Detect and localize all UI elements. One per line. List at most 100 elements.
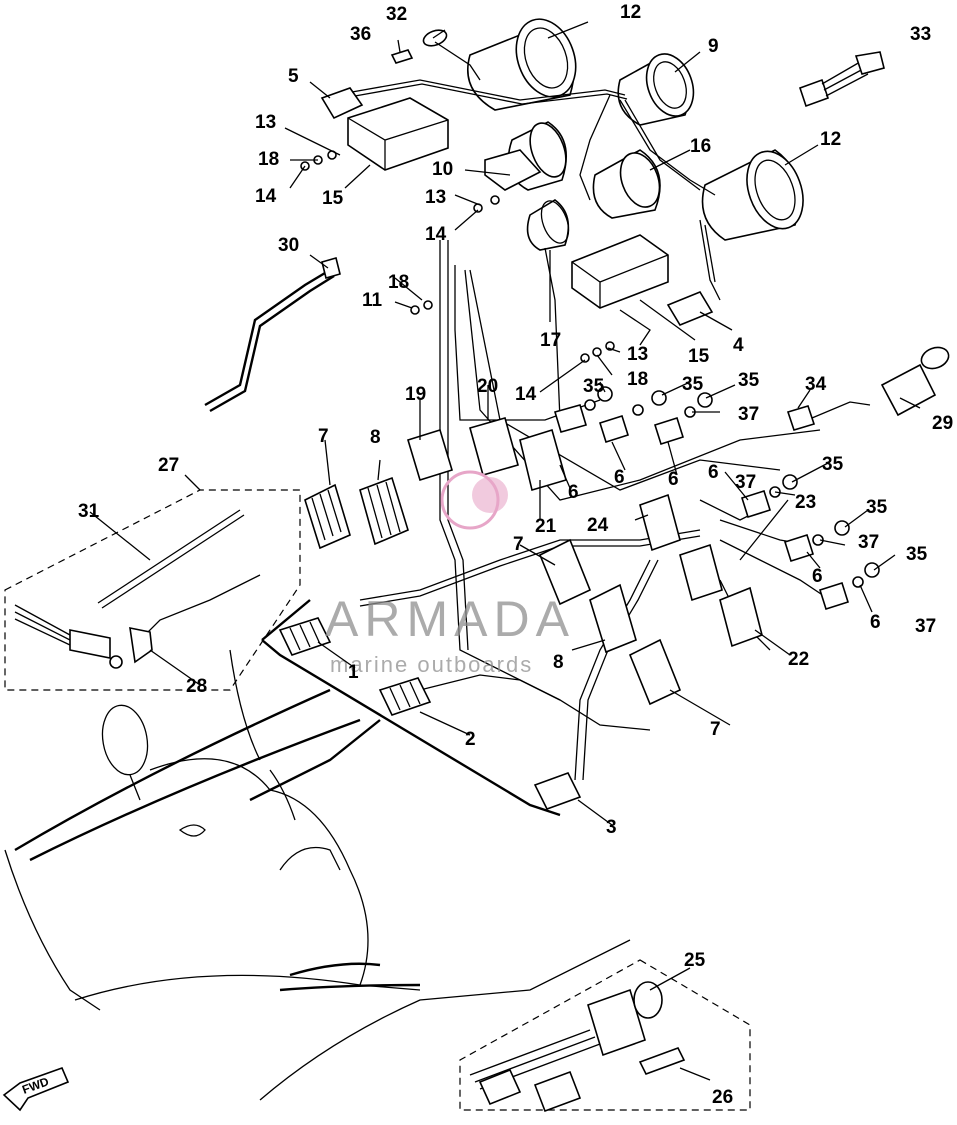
base-plate — [261, 599, 561, 817]
part-label-13-2: 13 — [425, 187, 446, 208]
part-label-1: 1 — [348, 662, 359, 683]
part-label-37: 37 — [738, 404, 759, 425]
connector-6-f — [818, 581, 850, 611]
part-label-28: 28 — [186, 676, 207, 697]
part-label-21: 21 — [535, 516, 557, 537]
kit-27 — [4, 489, 301, 691]
part-label-35-6: 35 — [906, 544, 928, 565]
part-label-37-2: 37 — [735, 472, 756, 493]
part-label-36: 36 — [350, 24, 371, 45]
key-26 — [638, 1047, 686, 1075]
part-label-14: 14 — [255, 186, 277, 207]
connector-3 — [533, 772, 582, 810]
switch-24 — [639, 493, 681, 552]
gauge-16 — [592, 149, 661, 219]
part-label-32: 32 — [386, 4, 407, 25]
part-label-23: 23 — [795, 492, 816, 513]
part-label-5: 5 — [288, 66, 299, 87]
part-label-7: 7 — [318, 426, 329, 447]
part-label-24: 24 — [587, 515, 609, 536]
part-label-10: 10 — [432, 159, 453, 180]
part-label-18: 18 — [258, 149, 279, 170]
gauge-12-top — [466, 18, 577, 111]
part-label-6-5: 6 — [812, 566, 823, 587]
connector-6-b — [598, 414, 630, 444]
part-label-37-4: 37 — [915, 616, 936, 637]
connector-4 — [666, 291, 714, 326]
switch-19 — [407, 428, 453, 482]
part-label-31: 31 — [78, 501, 100, 522]
part-label-20: 20 — [477, 376, 498, 397]
washers — [300, 150, 880, 588]
bracket-15-top — [347, 97, 449, 171]
part-label-26: 26 — [712, 1087, 733, 1108]
fwd-arrow: FWD — [2, 1066, 70, 1112]
part-label-4: 4 — [733, 335, 744, 356]
part-label-6-2: 6 — [614, 467, 625, 488]
switch-7-left — [304, 483, 351, 550]
connector-33 — [798, 51, 885, 108]
part-label-35-4: 35 — [822, 454, 844, 475]
part-label-18-3: 18 — [627, 369, 648, 390]
clip-36 — [390, 49, 414, 64]
watermark-brand: ARMADA — [325, 591, 575, 647]
part-label-12-2: 12 — [820, 129, 841, 150]
part-label-6-4: 6 — [708, 462, 719, 483]
part-label-7-2: 7 — [513, 534, 524, 555]
hull — [4, 649, 631, 1101]
part-label-6-6: 6 — [870, 612, 881, 633]
switch-8-left — [359, 476, 409, 546]
connector-6-c — [653, 416, 685, 446]
part-label-12: 12 — [620, 2, 641, 23]
plug-29 — [880, 346, 950, 417]
switch-21 — [519, 428, 567, 492]
bulb-32 — [422, 29, 448, 47]
connector-6-a — [553, 404, 588, 433]
part-label-18-2: 18 — [388, 272, 409, 293]
part-label-19: 19 — [405, 384, 426, 405]
part-label-27: 27 — [158, 455, 179, 476]
part-label-35-2: 35 — [682, 374, 704, 395]
part-label-13-3: 13 — [627, 344, 648, 365]
switch-22 — [719, 586, 763, 648]
part-label-2: 2 — [465, 729, 476, 750]
part-label-6: 6 — [568, 482, 579, 503]
switch-8-mid — [589, 583, 637, 654]
switch-23 — [679, 543, 723, 602]
part-label-6-3: 6 — [668, 469, 679, 490]
gauge-9 — [617, 53, 695, 126]
part-label-11: 11 — [362, 290, 383, 311]
connector-1 — [278, 617, 332, 656]
part-label-17: 17 — [540, 330, 561, 351]
part-label-16: 16 — [690, 136, 711, 157]
part-label-30: 30 — [278, 235, 299, 256]
bracket-15-bottom — [571, 234, 669, 309]
gauge-holder-17 — [526, 199, 570, 251]
part-label-33: 33 — [910, 24, 931, 45]
part-label-34: 34 — [805, 374, 827, 395]
connector-34 — [786, 401, 871, 431]
part-label-35-3: 35 — [738, 370, 760, 391]
part-label-35: 35 — [583, 376, 605, 397]
part-label-22: 22 — [788, 649, 809, 670]
part-label-15: 15 — [322, 188, 344, 209]
connector-2 — [378, 677, 432, 716]
switch-7-low — [628, 638, 682, 706]
part-label-14-2: 14 — [425, 224, 447, 245]
part-label-29: 29 — [932, 413, 953, 434]
part-label-15-2: 15 — [688, 346, 710, 367]
watermark-tagline: marine outboards — [330, 652, 533, 677]
part-label-14-3: 14 — [515, 384, 537, 405]
watermark: ARMADA marine outboards — [325, 470, 575, 677]
leader-lines — [89, 21, 921, 1081]
part-label-9: 9 — [708, 36, 719, 57]
part-label-25: 25 — [684, 950, 706, 971]
switch-7-mid — [538, 538, 592, 606]
part-label-8-2: 8 — [553, 652, 564, 673]
switch-20 — [469, 417, 519, 476]
ignition-kit-25 — [459, 959, 751, 1113]
part-label-37-3: 37 — [858, 532, 879, 553]
part-label-13: 13 — [255, 112, 276, 133]
connector-6-e — [783, 533, 815, 563]
